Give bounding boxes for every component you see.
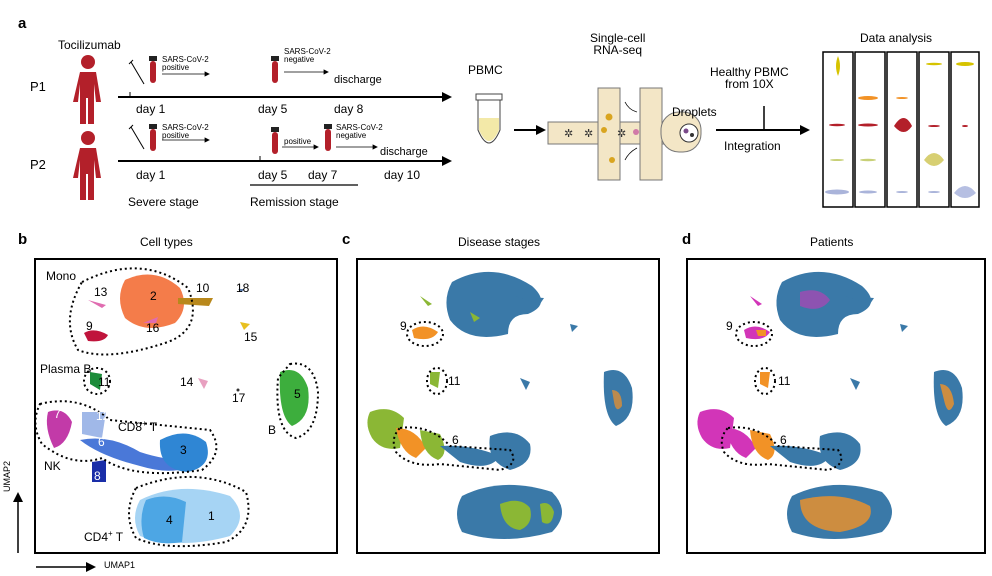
cluster-label-14: 14 bbox=[180, 375, 194, 389]
cluster-label-5: 5 bbox=[294, 387, 301, 401]
cluster-label-18: 18 bbox=[236, 281, 250, 295]
umap-cell-types-frame bbox=[34, 258, 338, 554]
cluster-label-15: 15 bbox=[244, 330, 258, 344]
integration-label: Integration bbox=[724, 139, 781, 153]
droplets-label: Droplets bbox=[672, 105, 717, 119]
patient-1-label: P1 bbox=[30, 79, 46, 94]
cd4-t-label: CD4+ T bbox=[84, 529, 124, 544]
plasma-b-label: Plasma B bbox=[40, 362, 92, 376]
day1-p2: day 1 bbox=[136, 168, 166, 182]
svg-text:✲: ✲ bbox=[564, 128, 573, 140]
cluster-label-4: 4 bbox=[166, 513, 173, 527]
pos-label-p2: positive bbox=[284, 137, 312, 146]
pbmc-label: PBMC bbox=[468, 63, 503, 77]
panel-c-cluster-6: 6 bbox=[452, 433, 459, 447]
cluster-label-10: 10 bbox=[196, 281, 210, 295]
cluster-label-7: 7 bbox=[54, 407, 61, 421]
day8-p1: day 8 bbox=[334, 102, 364, 116]
syringe-icon-p2 bbox=[128, 124, 145, 150]
cluster-label-11: 11 bbox=[98, 375, 111, 389]
cluster-label-8: 8 bbox=[94, 469, 101, 483]
panel-d-cluster-11: 11 bbox=[778, 374, 791, 388]
drug-label: Tocilizumab bbox=[58, 38, 121, 52]
microfluidic-chip-icon: ✲ ✲ ✲ bbox=[547, 87, 702, 181]
blood-tube-icon bbox=[149, 56, 332, 154]
panel-b-letter: b bbox=[18, 231, 28, 248]
violin-plot-columns bbox=[822, 51, 980, 208]
panel-d-cluster-9: 9 bbox=[726, 319, 733, 333]
cluster-label-17: 17 bbox=[232, 391, 246, 405]
panel-a-letter: a bbox=[18, 15, 27, 32]
cluster-label-1: 1 bbox=[208, 509, 215, 523]
panel-b-title: Cell types bbox=[140, 235, 193, 249]
day5-p2: day 5 bbox=[258, 168, 288, 182]
discharge-label-p1: discharge bbox=[334, 74, 382, 86]
panel-d-letter: d bbox=[682, 231, 692, 248]
human-figure-icon-p1 bbox=[73, 55, 101, 124]
day1-p1: day 1 bbox=[136, 102, 166, 116]
svg-text:✲: ✲ bbox=[617, 128, 626, 140]
day10-p2: day 10 bbox=[384, 168, 421, 182]
panel-c-cluster-11: 11 bbox=[448, 374, 461, 388]
syringe-icon-p1 bbox=[128, 59, 145, 85]
severe-stage-label: Severe stage bbox=[128, 195, 199, 209]
remission-stage-label: Remission stage bbox=[250, 195, 339, 209]
data-analysis-label: Data analysis bbox=[860, 31, 933, 45]
cd8-t-label: CD8+ T bbox=[118, 419, 158, 434]
umap-patients-frame bbox=[686, 258, 986, 554]
discharge-label-p2: discharge bbox=[380, 146, 428, 158]
cluster-label-2: 2 bbox=[150, 289, 157, 303]
day5-p1: day 5 bbox=[258, 102, 288, 116]
panel-c-letter: c bbox=[342, 231, 351, 248]
cluster-label-3: 3 bbox=[180, 443, 187, 457]
svg-text:✲: ✲ bbox=[584, 128, 593, 140]
pbmc-tube-icon bbox=[475, 93, 503, 144]
panel-c-cluster-9: 9 bbox=[400, 319, 407, 333]
human-figure-icon-p2 bbox=[73, 131, 101, 200]
cluster-label-6: 6 bbox=[98, 435, 105, 449]
patient-2-label: P2 bbox=[30, 157, 46, 172]
day7-p2: day 7 bbox=[308, 168, 338, 182]
violin-shapes bbox=[825, 56, 976, 198]
panel-c-title: Disease stages bbox=[458, 235, 541, 249]
b-label: B bbox=[268, 423, 277, 437]
umap-disease-stages-frame bbox=[356, 258, 660, 554]
cluster-label-9: 9 bbox=[86, 319, 93, 333]
mono-label: Mono bbox=[46, 269, 77, 283]
panel-d-cluster-6: 6 bbox=[780, 433, 787, 447]
umap1-axis-label: UMAP1 bbox=[104, 560, 136, 570]
cluster-label-12: 12 bbox=[96, 409, 110, 423]
panel-d-title: Patients bbox=[810, 235, 854, 249]
cluster-label-16: 16 bbox=[146, 321, 160, 335]
cluster-label-13: 13 bbox=[94, 285, 108, 299]
nk-label: NK bbox=[44, 459, 61, 473]
